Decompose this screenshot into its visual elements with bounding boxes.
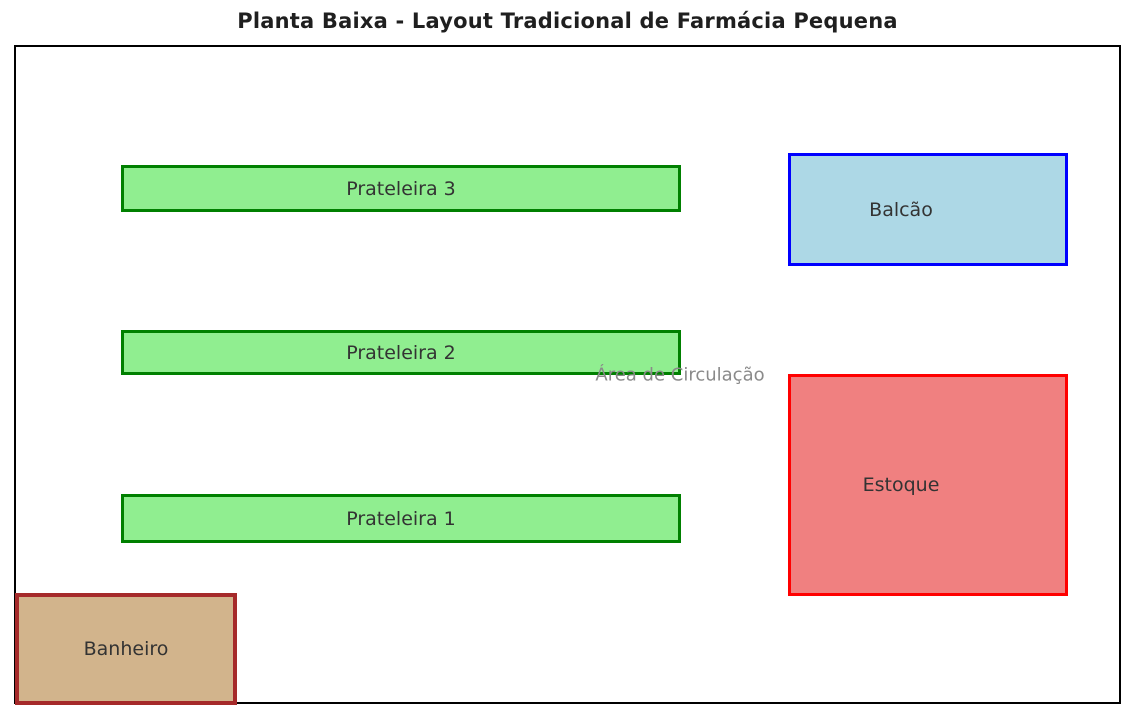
room-prateleira-3: Prateleira 3 (121, 165, 681, 212)
room-label-balcao: Balcão (869, 198, 933, 221)
room-prateleira-1: Prateleira 1 (121, 494, 681, 543)
room-label-banheiro: Banheiro (83, 638, 169, 660)
room-banheiro: Banheiro (15, 593, 237, 705)
page-title: Planta Baixa - Layout Tradicional de Far… (237, 9, 898, 33)
room-label-prateleira-3: Prateleira 3 (346, 177, 456, 200)
room-label-prateleira-2: Prateleira 2 (346, 341, 456, 364)
room-estoque: Estoque (788, 374, 1068, 596)
room-prateleira-2: Prateleira 2 (121, 330, 681, 375)
room-label-prateleira-1: Prateleira 1 (346, 507, 456, 530)
circulation-area-label: Área de Circulação (595, 364, 765, 386)
room-label-estoque: Estoque (862, 474, 940, 496)
room-balcao: Balcão (788, 153, 1068, 266)
